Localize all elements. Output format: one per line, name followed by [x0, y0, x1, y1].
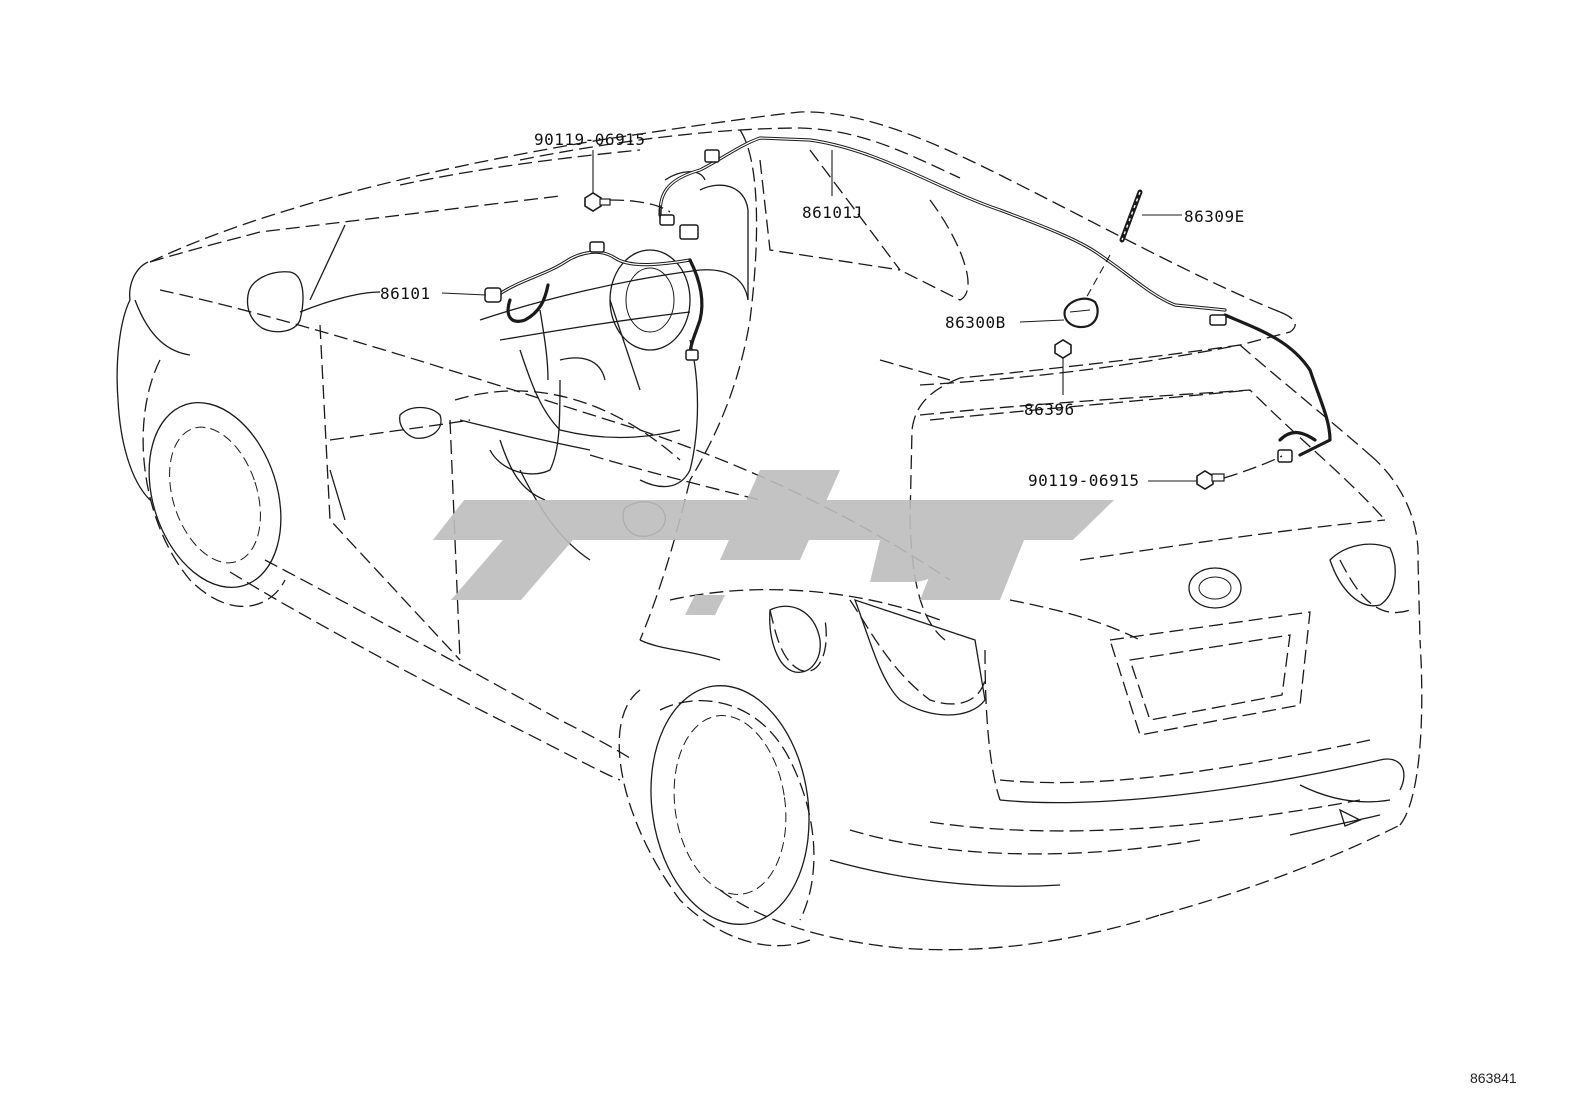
leader-lines: [441, 150, 1283, 482]
label-clip: 86396: [1024, 400, 1075, 419]
label-antenna-base: 86300B: [945, 313, 1006, 332]
antenna-base: [1063, 297, 1099, 329]
clip-part: [1054, 339, 1072, 359]
roof-antenna-cord: [658, 136, 1332, 463]
screw-rear: [1196, 470, 1225, 490]
label-front-cord: 86101: [380, 284, 431, 303]
label-screw-top: 90119-06915: [534, 130, 645, 149]
antenna-rod: [1084, 189, 1143, 301]
front-antenna-cord: [484, 241, 704, 361]
watermark-logo: [432, 470, 1115, 615]
label-roof-cord: 86101J: [802, 203, 863, 222]
car-body-outline: [142, 111, 1423, 951]
figure-number: 863841: [1470, 1070, 1517, 1086]
screw-top: [584, 192, 611, 212]
part-labels: 90119-06915 86101J 86309E 86101 86300B 8…: [380, 130, 1517, 1086]
label-screw-rear: 90119-06915: [1028, 471, 1139, 490]
label-antenna-rod: 86309E: [1184, 207, 1245, 226]
car-body-solid: [116, 171, 1405, 925]
